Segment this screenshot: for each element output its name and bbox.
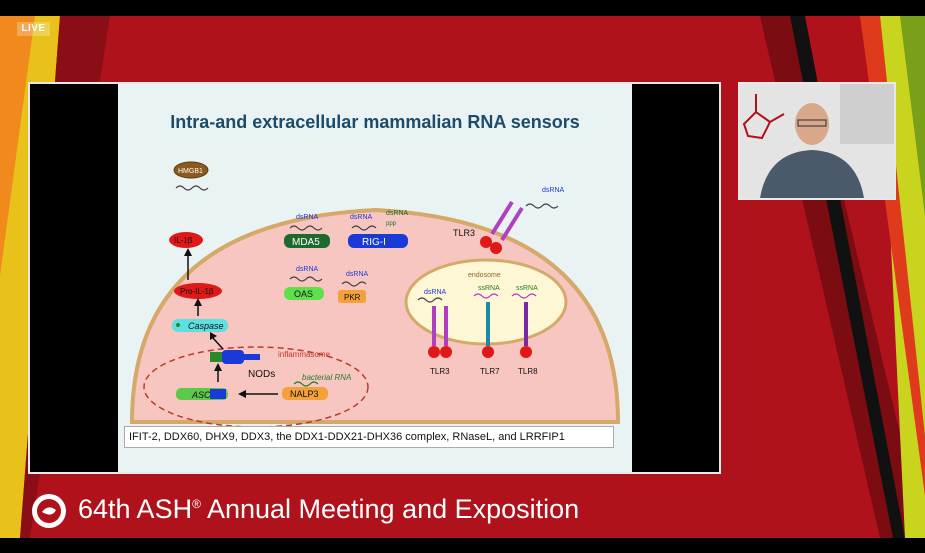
endosome-group: endosome dsRNA ssRNA ssRNA — [404, 258, 568, 358]
rigi-group: dsRNA dsRNA ppp RIG-I — [348, 210, 409, 248]
bottom-letterbox — [0, 538, 925, 553]
nalp3-group: NALP3 bacterial RNA — [282, 373, 351, 400]
tlr7-ssrna-label: ssRNA — [478, 285, 500, 292]
pkr-label: PKR — [344, 293, 361, 302]
slide-title: Intra-and extracellular mammalian RNA se… — [170, 112, 580, 132]
live-badge: LIVE — [17, 22, 50, 36]
nalp3-label: NALP3 — [290, 389, 319, 399]
pkr-group: dsRNA PKR — [338, 271, 369, 303]
il1b-label: IL-1β — [174, 236, 193, 245]
pro-il1b-group: Pro-IL-1β — [174, 283, 222, 316]
caspase-label: Caspase — [188, 321, 224, 331]
event-title-prefix: 64th ASH — [78, 494, 193, 524]
mda5-dsrna-label: dsRNA — [296, 214, 319, 221]
hmgb1-label: HMGB1 — [178, 168, 203, 175]
speaker-video — [738, 82, 896, 200]
slide: Intra-and extracellular mammalian RNA se… — [118, 84, 632, 472]
tlr8-ssrna-label: ssRNA — [516, 285, 538, 292]
endo-tlr3-label: TLR3 — [430, 367, 450, 376]
endo-tlr7-label: TLR7 — [480, 367, 500, 376]
slide-caption: IFIT-2, DDX60, DHX9, DDX3, the DDX1-DDX2… — [124, 426, 614, 448]
endo-tlr8-label: TLR8 — [518, 367, 538, 376]
rigi-label: RIG-I — [362, 237, 386, 248]
pkr-dsrna-label: dsRNA — [346, 271, 369, 278]
caspase-group: Caspase — [172, 319, 228, 350]
speaker-image — [740, 84, 894, 198]
inflammasome-boundary — [143, 346, 369, 428]
top-letterbox — [0, 0, 925, 16]
nods-label: NODs — [248, 369, 275, 380]
mda5-label: MDA5 — [292, 237, 320, 248]
registered-mark: ® — [192, 497, 201, 511]
event-title-suffix: Annual Meeting and Exposition — [206, 494, 580, 524]
endo-tlr3-dsrna-label: dsRNA — [424, 289, 447, 296]
pro-il1b-label: Pro-IL-1β — [180, 287, 214, 296]
bacterial-rna-label: bacterial RNA — [302, 373, 351, 382]
hmgb1-group: HMGB1 — [173, 161, 209, 191]
tlr3-membrane-group: dsRNA TLR3 — [453, 187, 565, 254]
ash-logo-icon — [32, 494, 66, 528]
rna-sensor-diagram: inflammasome HMGB1 IL-1β Pro-IL-1β — [129, 161, 621, 428]
il1b-group: IL-1β — [169, 232, 203, 280]
oas-label: OAS — [294, 289, 313, 299]
ppp-label: ppp — [386, 221, 397, 227]
rigi-dsrna2-label: dsRNA — [386, 210, 409, 217]
rigi-dsrna-label: dsRNA — [350, 214, 373, 221]
oas-group: dsRNA OAS — [284, 266, 324, 300]
event-title: 64th ASH® Annual Meeting and Exposition — [78, 494, 579, 525]
oas-dsrna-label: dsRNA — [296, 266, 319, 273]
mda5-group: dsRNA MDA5 — [284, 214, 330, 248]
nods-group: NODs — [210, 350, 275, 382]
tlr3-top-dsrna-label: dsRNA — [542, 187, 565, 194]
asc-label: ASC — [191, 390, 211, 400]
endosome-label: endosome — [468, 272, 501, 279]
inflammasome-label: inflammasome — [278, 350, 331, 359]
asc-group: ASC — [176, 388, 228, 400]
tlr3-membrane-label: TLR3 — [453, 228, 475, 238]
